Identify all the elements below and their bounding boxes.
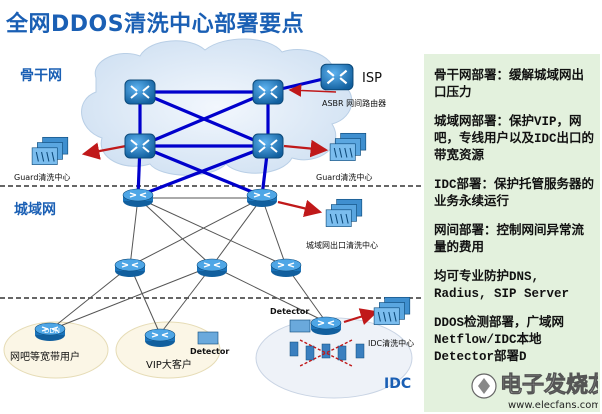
arrow-to-guard-left [81, 142, 127, 160]
point-metro: 城域网部署：保护VIP，网吧，专线用户以及IDC出口的带宽资源 [434, 115, 595, 163]
detector-vip-icon [197, 331, 219, 345]
idc-center-appliance [373, 296, 411, 326]
detector-idc-icon [289, 319, 311, 333]
watermark-brand: 电子发烧友 [500, 372, 598, 398]
router-access-1 [114, 258, 146, 278]
ddn-label: DDN [44, 327, 60, 335]
guard-left-label: Guard清洗中心 [14, 172, 70, 182]
idc-center-label: IDC清洗中心 [368, 338, 414, 348]
idc-servers [289, 341, 365, 361]
router-backbone-top-right [252, 78, 284, 106]
router-backbone-top-left [124, 78, 156, 106]
router-metro-left [122, 188, 154, 208]
guard-appliance-left [31, 136, 69, 166]
point-protocols: 均可专业防护DNS, Radius, SIP Server [434, 270, 570, 301]
router-backbone-bottom-right [252, 132, 284, 160]
router-access-3 [270, 258, 302, 278]
netbar-label: 网吧等宽带用户 [10, 350, 80, 363]
guard-right-label: Guard清洗中心 [316, 172, 372, 182]
router-idc [310, 316, 342, 336]
arrow-to-idc-center [343, 308, 379, 325]
diagram-title: 全网DDOS清洗中心部署要点 [6, 12, 305, 37]
zone-label-backbone: 骨干网 [20, 67, 62, 84]
detector-idc-label: Detector [270, 307, 309, 316]
router-metro-right [246, 188, 278, 208]
watermark-site: www.elecfans.com [508, 400, 598, 411]
zone-label-metro: 城域网 [14, 201, 56, 218]
router-asbr-isp [320, 63, 354, 91]
point-backbone: 骨干网部署：缓解城域网出口压力 [434, 69, 585, 100]
arrow-from-isp [288, 84, 337, 97]
point-detection: DDOS检测部署，广域网Netflow/IDC本地Detector部署D [434, 316, 565, 364]
elecfans-watermark: 电子发烧友 www.elecfans.com [471, 372, 598, 411]
network-diagram: 骨干网 城域网 ISP ASBR 网间路由器 Guard清洗中心 Guard清洗… [0, 38, 424, 399]
watermark-logo-mark [478, 378, 490, 394]
metro-links [49, 197, 327, 335]
point-inter-network: 网间部署：控制网间异常流量的费用 [434, 224, 585, 255]
idc-label: IDC [384, 376, 411, 392]
isp-label: ISP [362, 71, 382, 86]
backbone-cloud [81, 38, 353, 176]
deployment-points-panel: 骨干网部署：缓解城域网出口压力 城域网部署：保护VIP，网吧，专线用户以及IDC… [424, 54, 600, 412]
asbr-label: ASBR 网间路由器 [322, 98, 386, 108]
vip-cloud [115, 321, 221, 379]
detector-vip-label: Detector [190, 347, 229, 356]
router-access-2 [196, 258, 228, 278]
netbar-cloud [3, 321, 109, 379]
point-idc: IDC部署：保护托管服务器的业务永续运行 [434, 178, 595, 209]
metro-exit-label: 城域网出口清洗中心 [306, 240, 378, 250]
arrow-to-guard-right [283, 139, 329, 158]
router-backbone-bottom-left [124, 132, 156, 160]
arrow-to-metro-exit [277, 199, 323, 217]
metro-exit-appliance [325, 198, 363, 228]
vip-label: VIP大客户 [146, 358, 192, 371]
router-vip [144, 328, 176, 348]
